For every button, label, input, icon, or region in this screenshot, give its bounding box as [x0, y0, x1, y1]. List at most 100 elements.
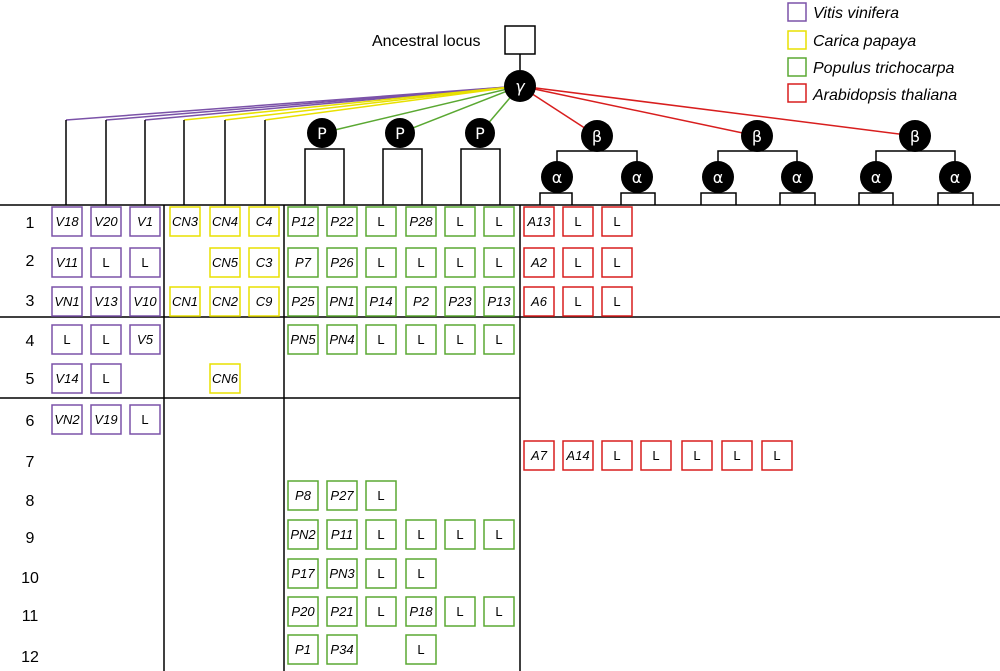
gene-cell-label: C4	[256, 214, 273, 229]
gene-cell: P11	[326, 519, 358, 550]
gene-cell: A7	[523, 440, 555, 471]
gene-cell: L	[483, 247, 515, 278]
gene-cell-box	[326, 558, 358, 589]
p-node	[465, 118, 495, 148]
row-number: 11	[22, 608, 39, 625]
gene-cell-box	[483, 596, 515, 627]
gene-cell-label: L	[456, 604, 463, 619]
gene-cell-box	[90, 404, 122, 435]
gene-cell-box	[209, 206, 241, 237]
gene-cell-box	[287, 519, 319, 550]
alpha-node-label: α	[871, 168, 882, 187]
gene-cell-label: L	[377, 214, 384, 229]
gene-cell-label: L	[417, 255, 424, 270]
fan-line-arabidopsis	[519, 85, 916, 137]
alpha-node-label: α	[632, 168, 643, 187]
gene-cell-label: P28	[409, 214, 433, 229]
gene-cell-label: L	[456, 527, 463, 542]
gene-cell: L	[562, 206, 594, 237]
gene-cell-label: V1	[137, 214, 153, 229]
gene-cell-box	[90, 206, 122, 237]
gene-cell: L	[405, 519, 437, 550]
gene-cell-box	[444, 324, 476, 355]
gene-cell-box	[444, 247, 476, 278]
gene-cell: L	[681, 440, 713, 471]
legend: Vitis vinifera Carica papaya Populus tri…	[787, 2, 957, 104]
row-number: 6	[26, 413, 35, 430]
gene-cell: L	[640, 440, 672, 471]
gene-cell-label: L	[102, 255, 109, 270]
alpha-bracket	[779, 192, 816, 205]
row-number: 10	[21, 570, 39, 587]
gene-cell-box	[444, 596, 476, 627]
gene-cell-box	[90, 324, 122, 355]
gene-cell: L	[51, 324, 83, 355]
gene-cell-box	[209, 286, 241, 317]
alpha-node-label: α	[792, 168, 803, 187]
legend-swatch-carica	[787, 30, 807, 50]
gene-cell-label: P18	[409, 604, 433, 619]
gene-cell-label: PN4	[329, 332, 354, 347]
gene-cell: V13	[90, 286, 122, 317]
gamma-node-label: γ	[515, 77, 526, 96]
gene-cell: L	[562, 286, 594, 317]
gene-cell: V5	[129, 324, 161, 355]
p-node-label: P	[475, 124, 485, 143]
gene-cell-box	[405, 519, 437, 550]
alpha-node-label: α	[713, 168, 724, 187]
p-bracket	[382, 148, 423, 205]
gene-cell-box	[129, 206, 161, 237]
legend-label-carica: Carica papaya	[813, 33, 916, 50]
legend-swatch-arabidopsis	[787, 83, 807, 103]
gene-cell: P22	[326, 206, 358, 237]
gene-cell-box	[51, 363, 83, 394]
gene-cell-label: P26	[330, 255, 354, 270]
gene-cell-box	[405, 286, 437, 317]
gene-cell-label: L	[377, 255, 384, 270]
gene-cell-label: L	[456, 214, 463, 229]
gene-cell-box	[562, 440, 594, 471]
gene-cell-box	[601, 286, 633, 317]
legend-label-vitis: Vitis vinifera	[813, 5, 899, 22]
gene-cell: P20	[287, 596, 319, 627]
gene-cell-label: C9	[256, 294, 273, 309]
gene-cell-box	[90, 247, 122, 278]
gene-cell-label: PN1	[329, 294, 354, 309]
gene-cell-box	[365, 286, 397, 317]
gene-cell: P13	[483, 286, 515, 317]
gene-cell-label: VN2	[54, 412, 80, 427]
gene-cell-label: P21	[330, 604, 353, 619]
gene-cell-box	[601, 247, 633, 278]
gene-cell-box	[721, 440, 753, 471]
gene-cell: C4	[248, 206, 280, 237]
gene-cell: L	[129, 247, 161, 278]
row-number: 1	[26, 215, 35, 232]
gene-cell-label: L	[417, 527, 424, 542]
gene-cell: C3	[248, 247, 280, 278]
gene-cell-box	[640, 440, 672, 471]
gene-cell-box	[287, 206, 319, 237]
alpha-bracket	[539, 192, 573, 205]
gene-cell: L	[444, 247, 476, 278]
gene-cell: L	[483, 206, 515, 237]
gene-cell-label: A14	[565, 448, 589, 463]
gene-cell-box	[444, 286, 476, 317]
p-bracket	[460, 148, 501, 205]
gene-cell-label: L	[574, 214, 581, 229]
gene-cell-box	[326, 247, 358, 278]
fan-line-carica	[264, 85, 521, 121]
alpha-node	[702, 161, 734, 193]
gene-cell-box	[562, 247, 594, 278]
gene-cell-label: V10	[133, 294, 157, 309]
gene-cell: P23	[444, 286, 476, 317]
gene-cell-label: P8	[295, 488, 312, 503]
gene-cell: CN3	[169, 206, 201, 237]
gene-cell-box	[483, 286, 515, 317]
gene-cell-label: L	[613, 255, 620, 270]
row-number: 5	[26, 371, 35, 388]
row-number: 9	[26, 530, 35, 547]
populus-p-nodes: P P P	[304, 118, 501, 205]
gene-cell-box	[601, 206, 633, 237]
